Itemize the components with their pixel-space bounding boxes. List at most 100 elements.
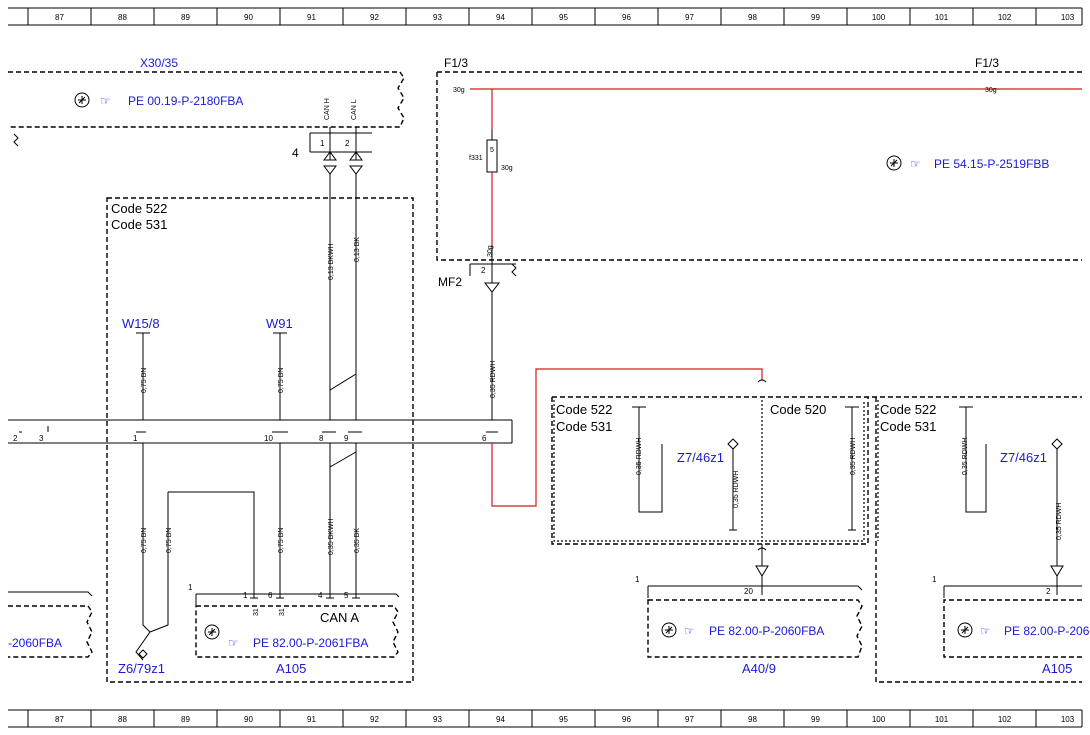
wire-label: 0,75 BN (166, 528, 173, 553)
x30-35-block: X30/35 ☞ PE 00.19-P-2180FBA CAN H CAN L … (8, 56, 405, 160)
edge-ref-left[interactable]: -2060FBA (8, 636, 62, 650)
code-left-line1: Code 522 (111, 201, 167, 216)
bar-pin-2: 2 (13, 434, 18, 443)
wire-label: 0,75 BN (141, 528, 148, 553)
f1-3-label-right: F1/3 (975, 56, 999, 70)
svg-text:31: 31 (253, 608, 260, 616)
x30-35-label: X30/35 (140, 56, 178, 70)
code-box-left: Code 522 Code 531 (106, 197, 414, 683)
svg-text:2: 2 (1046, 587, 1051, 596)
wire-label: 0,35 RDWH (850, 438, 857, 475)
a105-right-label: A105 (1042, 661, 1072, 676)
x30-35-ref-link[interactable]: PE 00.19-P-2180FBA (128, 94, 243, 108)
pin-can-h: CAN H (324, 98, 331, 120)
ruler-number: 97 (685, 715, 694, 724)
reference-icon[interactable] (661, 622, 677, 638)
w91-label: W91 (266, 316, 293, 331)
ruler-number: 92 (370, 715, 379, 724)
pointing-hand-icon: ☞ (100, 94, 111, 108)
ruler-number: 88 (118, 13, 127, 22)
svg-text:1: 1 (188, 583, 193, 592)
reference-icon[interactable] (886, 155, 902, 171)
fuse-f331-label: f331 (469, 155, 483, 162)
bar-pin-6: 6 (482, 434, 487, 443)
ruler-number: 100 (872, 13, 886, 22)
bus-30g-right: 30g (985, 87, 997, 94)
ruler-number: 91 (307, 715, 316, 724)
svg-text:1: 1 (932, 575, 937, 584)
ruler-number: 95 (559, 715, 568, 724)
reference-icon[interactable] (74, 92, 90, 108)
a105-left-label: A105 (276, 661, 306, 676)
wire-label: 0,75 BN (278, 368, 285, 393)
ruler-number: 102 (998, 715, 1012, 724)
ruler-number: 88 (118, 715, 127, 724)
wire-label: 0,75 BN (278, 528, 285, 553)
conn-num-4: 4 (292, 146, 299, 160)
wire-label: 0,35 BK (354, 528, 361, 553)
bus-30g-left: 30g (453, 87, 465, 94)
wire-label: 0,35 BKWH (328, 518, 335, 555)
bar-pin-10: 10 (264, 434, 273, 443)
wire-label: 0,13 BKWH (328, 243, 335, 280)
w15-8-label: W15/8 (122, 316, 160, 331)
ruler-number: 89 (181, 715, 190, 724)
ruler-number: 96 (622, 715, 631, 724)
ruler-number: 95 (559, 13, 568, 22)
f1-3-ref-link[interactable]: PE 54.15-P-2519FBB (934, 157, 1049, 171)
code-box-mid: Code 522 Code 531 Code 520 (551, 396, 1082, 545)
a105-right-ref-link[interactable]: PE 82.00-P-2060FBA (1004, 624, 1090, 638)
pin-can-l: CAN L (351, 99, 358, 120)
a105-left-block: 1 1 6 4 5 31 31 CAN A ☞ PE 82.00-P-2061F… (188, 583, 400, 676)
svg-text:6: 6 (268, 591, 273, 600)
wire-label: 0,75 BN (141, 368, 148, 393)
ruler-number: 87 (55, 13, 64, 22)
a40-9-ref-link[interactable]: PE 82.00-P-2060FBA (709, 624, 824, 638)
f1-3-label-left: F1/3 (444, 56, 468, 70)
ruler-number: 101 (935, 715, 949, 724)
svg-text:Code 531: Code 531 (556, 419, 612, 434)
mf2-label: MF2 (438, 275, 462, 289)
svg-text:1: 1 (635, 575, 640, 584)
bar-pin-8: 8 (319, 434, 324, 443)
ruler-number: 98 (748, 13, 757, 22)
ruler-number: 99 (811, 13, 820, 22)
can-a-label: CAN A (320, 610, 359, 625)
reference-icon[interactable] (204, 624, 220, 640)
connector-bar: 2 3 1 10 8 9 6 (8, 419, 513, 444)
ruler-number: 90 (244, 715, 253, 724)
ruler-number: 89 (181, 13, 190, 22)
ruler-number: 94 (496, 13, 505, 22)
wire-label: 0,35 RDWH (490, 361, 497, 398)
bar-pin-3: 3 (39, 434, 44, 443)
svg-text:5: 5 (344, 591, 349, 600)
ruler-number: 92 (370, 13, 379, 22)
svg-text:1: 1 (243, 591, 248, 600)
ruler-number: 103 (1061, 715, 1075, 724)
wire-label: 0,13 BK (354, 237, 361, 262)
code-box-right: Code 522 Code 531 (875, 397, 1082, 683)
mf2-pin: 2 (481, 266, 486, 275)
ruler-number: 87 (55, 715, 64, 724)
pointing-hand-icon: ☞ (910, 157, 921, 171)
f1-3-block: F1/3 F1/3 30g 30g f331 5 30g 30g ☞ PE 54… (436, 56, 1082, 261)
z7-46z1-label: Z7/46z1 (677, 450, 724, 465)
a40-9-label: A40/9 (742, 661, 776, 676)
a105-ref-link[interactable]: PE 82.00-P-2061FBA (253, 636, 368, 650)
ruler-number: 91 (307, 13, 316, 22)
wire-label: 0,35 RDWH (1056, 503, 1063, 540)
svg-text:31: 31 (279, 608, 286, 616)
ruler-number: 94 (496, 715, 505, 724)
ruler-number: 93 (433, 715, 442, 724)
bar-pin-1: 1 (133, 434, 138, 443)
ruler-number: 93 (433, 13, 442, 22)
a40-9-block: 1 20 ☞ PE 82.00-P-2060FBA A40/9 (635, 544, 863, 676)
reference-icon[interactable] (957, 622, 973, 638)
fuse-term-side: 30g (501, 165, 513, 172)
svg-text:20: 20 (744, 587, 753, 596)
pin-num-2: 2 (345, 139, 350, 148)
ruler-number: 101 (935, 13, 949, 22)
svg-text:Code 522: Code 522 (880, 402, 936, 417)
